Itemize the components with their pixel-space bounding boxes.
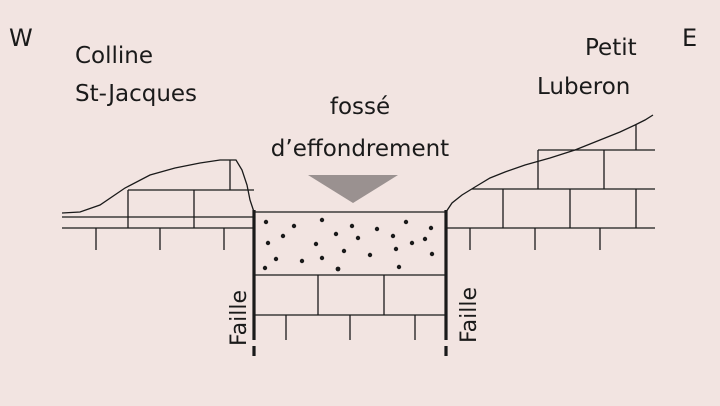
east-label: E	[682, 24, 697, 52]
sediment-dots	[262, 217, 435, 272]
fault-right-label: Faille	[457, 287, 482, 343]
east-hill-label-line2: Luberon	[537, 74, 630, 100]
east-topography-line	[445, 114, 654, 213]
fault-left-label: Faille	[227, 290, 252, 346]
graben-block	[254, 211, 446, 340]
west-hill-label-line2: St-Jacques	[75, 81, 197, 107]
subsidence-arrow	[308, 175, 398, 203]
graben-label-line1: fossé	[330, 94, 390, 120]
east-hill-label-line1: Petit	[585, 35, 637, 61]
west-label: W	[9, 24, 33, 52]
west-hill-label-line1: Colline	[75, 43, 153, 69]
east-block	[445, 114, 655, 250]
west-topography-line	[61, 159, 255, 214]
graben-label-line2: d’effondrement	[271, 136, 449, 162]
faults	[252, 210, 448, 356]
west-block	[61, 159, 255, 250]
